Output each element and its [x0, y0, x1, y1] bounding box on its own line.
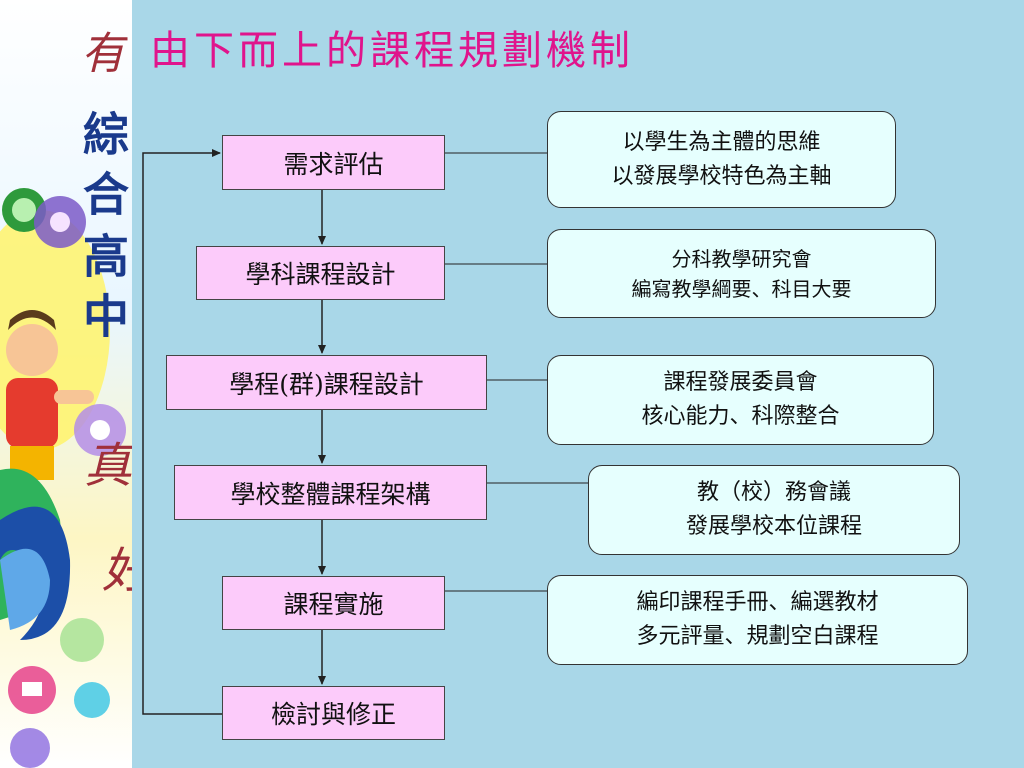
page-title: 由下而上的課程規劃機制 — [150, 28, 634, 74]
stage-needs-assessment: 需求評估 — [222, 135, 445, 190]
note-line: 發展學校本位課程 — [685, 514, 862, 539]
boy-head — [6, 324, 58, 376]
sidebar-char: 中 — [76, 292, 130, 338]
note-line: 課程發展委員會 — [663, 370, 818, 395]
decorative-sidebar: 有 綜 合 高 中 真 好 — [0, 0, 132, 768]
stage-subject-curriculum-design: 學科課程設計 — [196, 246, 445, 300]
stage-curriculum-implementation: 課程實施 — [222, 576, 445, 630]
note-line: 以學生為主體的思維 — [622, 129, 821, 155]
sidebar-char: 綜 — [76, 110, 130, 156]
sidebar-char: 高 — [76, 232, 130, 278]
feedback-loop-arrow — [142, 149, 222, 715]
note-box: 教（校）務會議 發展學校本位課程 — [588, 465, 960, 555]
stage-school-curriculum-framework: 學校整體課程架構 — [174, 465, 487, 520]
sidebar-char: 真 — [75, 440, 131, 488]
note-line: 分科教學研究會 — [671, 246, 812, 271]
note-line: 多元評量、規劃空白課程 — [636, 624, 879, 649]
boy-shirt — [6, 378, 58, 448]
sidebar-char: 有 — [73, 30, 124, 74]
sidebar-decoration — [0, 188, 126, 768]
note-line: 核心能力、科際整合 — [641, 404, 840, 429]
note-box: 分科教學研究會 編寫教學綱要、科目大要 — [547, 229, 936, 318]
note-box: 以學生為主體的思維 以發展學校特色為主軸 — [547, 111, 896, 208]
note-line: 教（校）務會議 — [696, 480, 851, 505]
stage-review-and-revision: 檢討與修正 — [222, 686, 445, 740]
note-line: 以發展學校特色為主軸 — [611, 163, 832, 189]
note-box: 編印課程手冊、編選教材 多元評量、規劃空白課程 — [547, 575, 968, 665]
note-line: 編寫教學綱要、科目大要 — [631, 276, 852, 301]
sidebar-char: 好 — [93, 545, 132, 593]
sidebar-char: 合 — [76, 170, 130, 216]
note-line: 編印課程手冊、編選教材 — [636, 590, 879, 615]
note-box: 課程發展委員會 核心能力、科際整合 — [547, 355, 934, 445]
stage-program-group-curriculum-design: 學程(群)課程設計 — [166, 355, 487, 410]
